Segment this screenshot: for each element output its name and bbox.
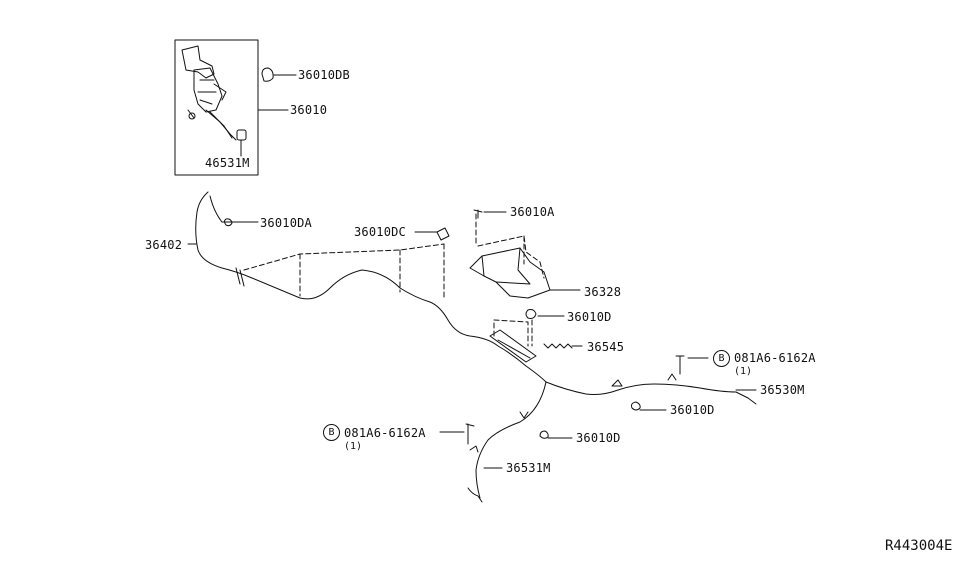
callout-36010A: 36010A: [510, 205, 555, 219]
diagram-id: R443004E: [885, 538, 953, 554]
dashed-bracket-lines: [243, 213, 545, 347]
callout-36010D-low: 36010D: [576, 431, 621, 445]
callout-36545: 36545: [587, 340, 625, 354]
rear-left-cable-36531M: [439, 381, 573, 503]
rear-right-cable-36530M: [545, 355, 757, 411]
bolt-badge-left: B: [323, 424, 340, 441]
callout-36010DB: 36010DB: [298, 68, 350, 82]
parking-brake-pedal-assembly: [181, 45, 237, 141]
callout-36010: 36010: [290, 103, 328, 117]
front-cable-36402: [187, 191, 547, 383]
bracket-36328-part: [469, 209, 581, 299]
callout-36328: 36328: [584, 285, 622, 299]
callout-081A6-6162A-left: 081A6-6162A: [344, 426, 426, 440]
callout-081A6-6162A-right: 081A6-6162A: [734, 351, 816, 365]
callout-46531M: 46531M: [205, 156, 250, 170]
bolt-badge-right: B: [713, 350, 730, 367]
clip-36010DC-part: [414, 227, 450, 241]
callout-36531M: 36531M: [506, 461, 551, 475]
callout-36530M: 36530M: [760, 383, 805, 397]
callout-36010D-top: 36010D: [567, 310, 612, 324]
clip-36010DB-part: [261, 67, 297, 82]
qty-right: (1): [734, 366, 753, 377]
bumper-46531M-part: [236, 129, 247, 157]
callout-36010DC: 36010DC: [354, 225, 406, 239]
callout-36010DA: 36010DA: [260, 216, 312, 230]
equalizer-assembly: [489, 309, 583, 363]
qty-left: (1): [344, 441, 363, 452]
pedal-inset-box: [174, 39, 259, 176]
callout-36010D-mid: 36010D: [670, 403, 715, 417]
callout-36402: 36402: [145, 238, 183, 252]
